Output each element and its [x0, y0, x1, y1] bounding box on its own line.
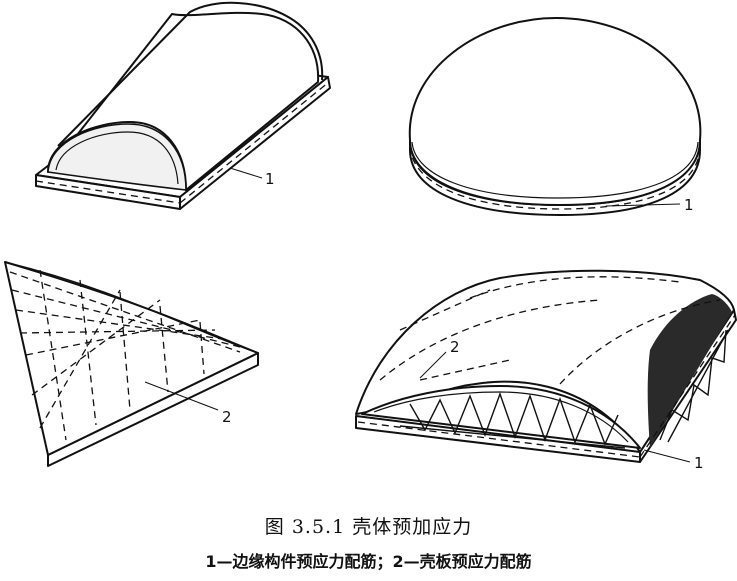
hypar-shell-diagram: 2: [4, 261, 259, 467]
label-double-curved-shell: 2: [450, 338, 460, 356]
label-double-curved-edge: 1: [694, 454, 704, 472]
label-hypar-shell: 2: [222, 408, 232, 426]
figure-caption-title: 图 3.5.1 壳体预加应力: [264, 516, 473, 538]
dome-diagram: 1: [408, 17, 702, 216]
label-dome-edge: 1: [684, 196, 694, 214]
figure-caption-legend: 1—边缘构件预应力配筋；2—壳板预应力配筋: [205, 552, 532, 571]
barrel-shell-diagram: 1: [35, 1, 331, 210]
double-curved-shell-diagram: 2 1: [355, 269, 737, 472]
label-barrel-edge: 1: [265, 170, 275, 188]
shell-prestress-figure: 1 1 2: [4, 1, 737, 472]
